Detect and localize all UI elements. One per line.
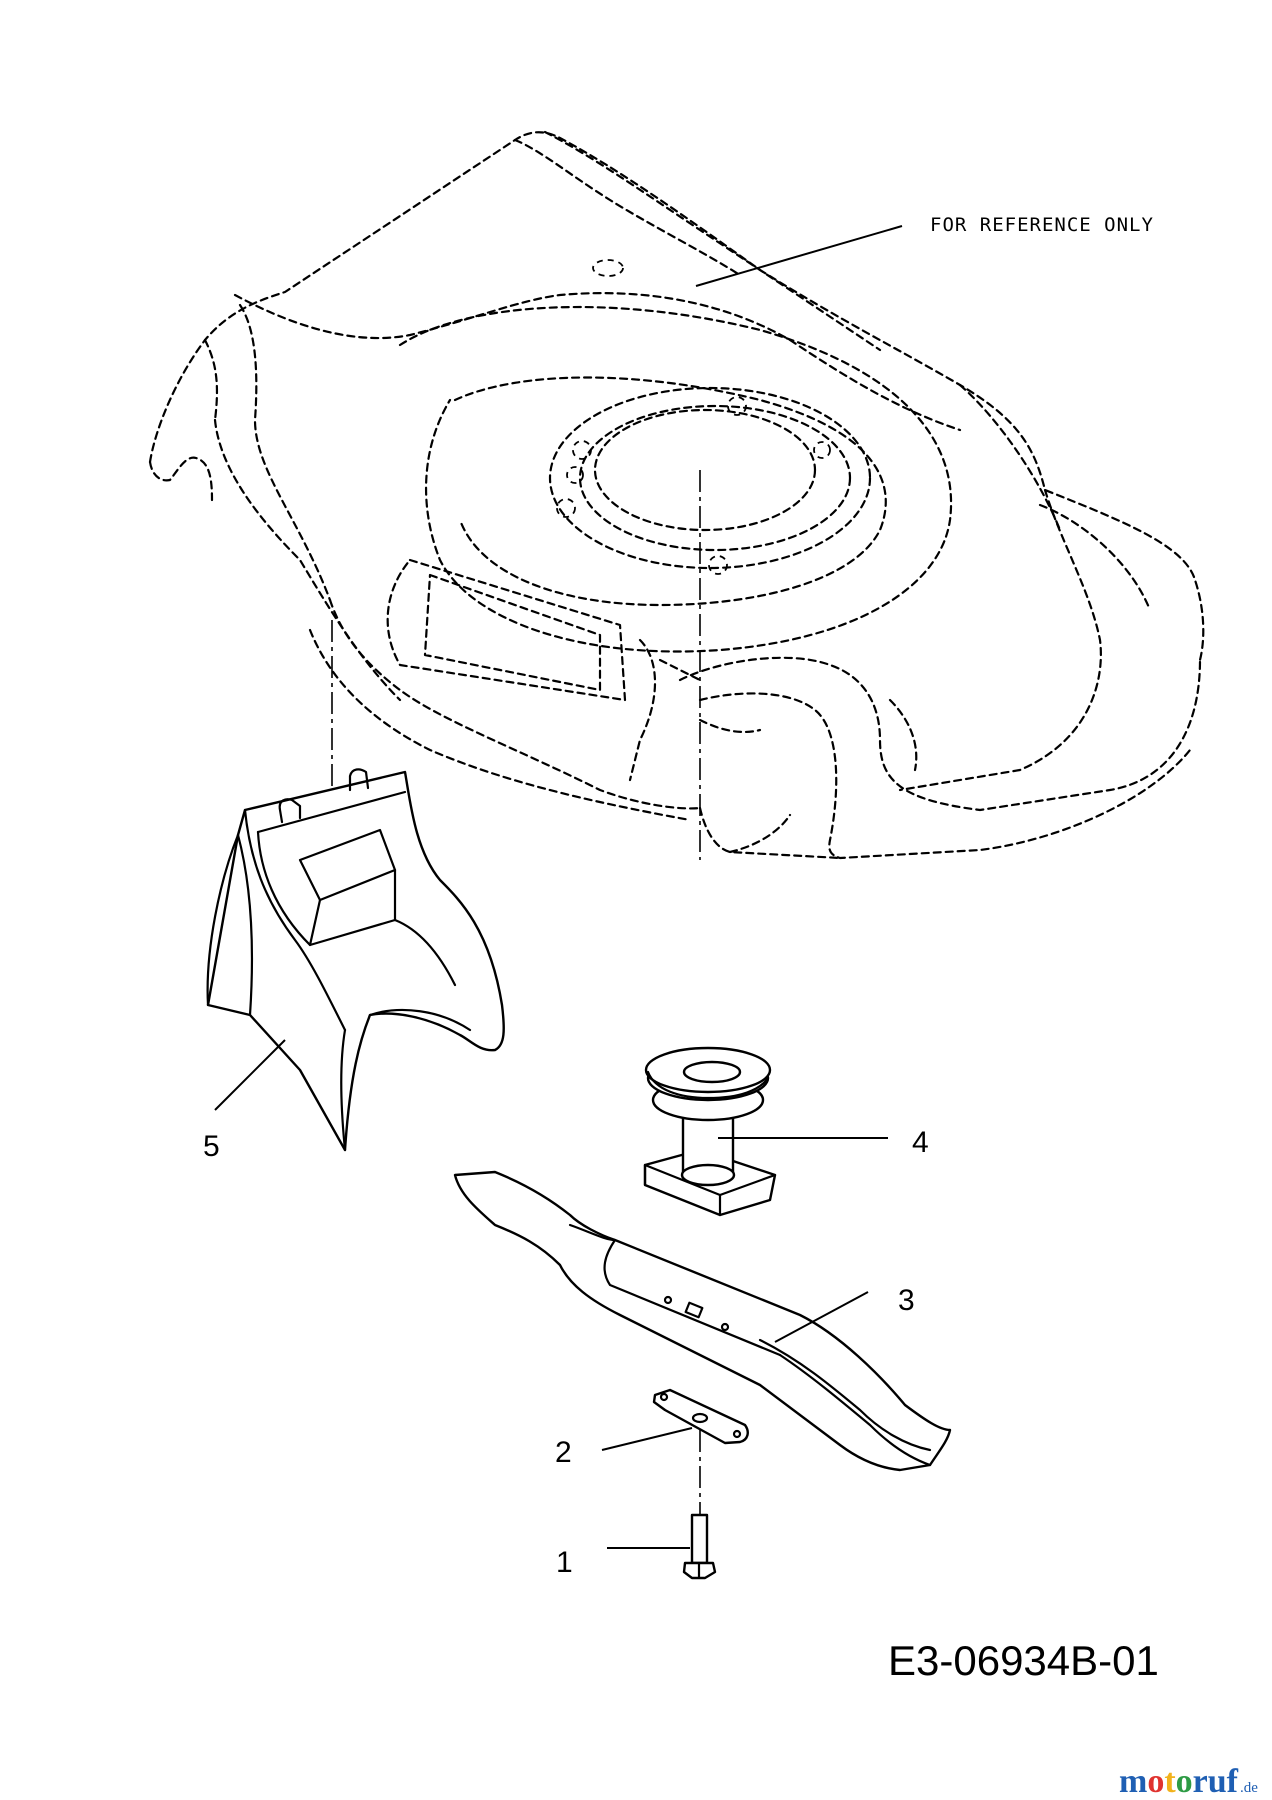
blade-adapter-part — [652, 1388, 749, 1445]
mower-deck-reference — [148, 130, 1205, 860]
watermark-suffix: .de — [1240, 1780, 1258, 1796]
callout-2: 2 — [555, 1436, 572, 1469]
blade-part — [453, 1170, 952, 1472]
watermark-logo: motoruf .de — [1119, 1763, 1258, 1800]
callout-5: 5 — [203, 1130, 220, 1163]
center-lines — [331, 470, 701, 1515]
spindle-pulley-part — [643, 1046, 777, 1217]
callout-1: 1 — [556, 1546, 573, 1579]
blade-bolt-part — [682, 1513, 717, 1580]
callout-3: 3 — [898, 1284, 915, 1317]
drawing-number: E3-06934B-01 — [888, 1637, 1159, 1684]
watermark-brand: motoruf — [1119, 1763, 1239, 1800]
mulch-chute-part — [206, 768, 505, 1152]
callout-4: 4 — [912, 1126, 929, 1159]
leader-lines — [214, 225, 903, 1549]
reference-note: FOR REFERENCE ONLY — [930, 214, 1154, 236]
